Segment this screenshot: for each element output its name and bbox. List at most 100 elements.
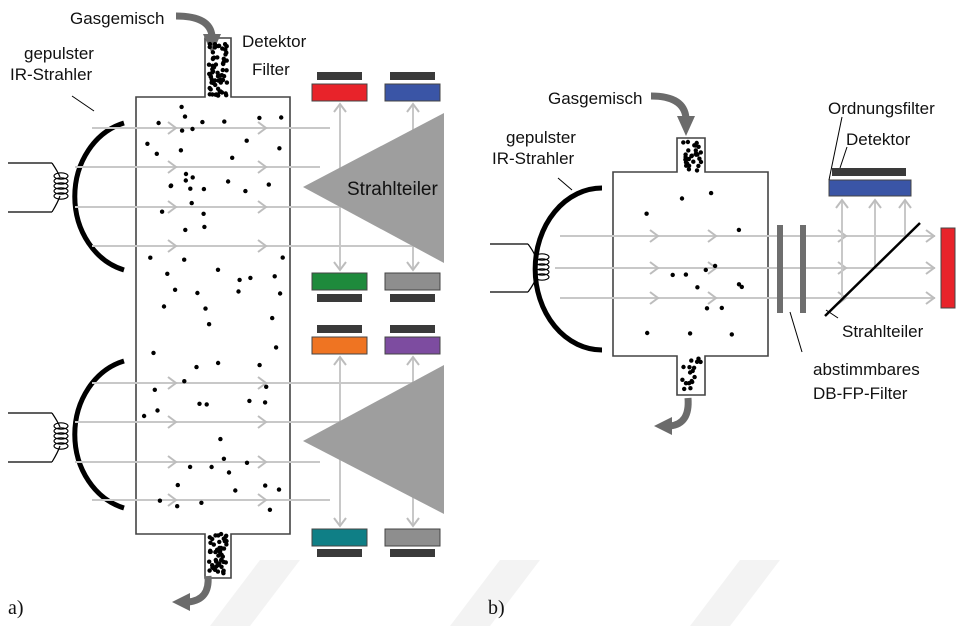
gas-molecule-dot	[212, 42, 218, 47]
gas-molecule-dot	[679, 196, 685, 201]
gas-molecule-dot	[214, 564, 219, 569]
gas-molecule-dot	[225, 179, 231, 184]
splitter-label-a: Strahlteiler	[347, 179, 438, 200]
detector-top-left	[317, 72, 362, 80]
gas-molecule-dot	[220, 46, 225, 51]
gas-molecule-dot	[202, 224, 207, 230]
detector-bottom-gray	[390, 549, 435, 557]
gas-molecule-dot	[215, 360, 221, 366]
gas-molecule-dot	[215, 93, 221, 98]
gas-molecule-dot	[694, 140, 699, 146]
gas-molecule-dot	[157, 498, 163, 503]
panel-b: Gasgemisch gepulster IR-Strahler Ordnung…	[488, 89, 956, 619]
beam-splitter-b	[824, 222, 921, 317]
gas-molecule-dot	[183, 178, 188, 183]
gas-molecule-dot	[736, 282, 742, 287]
gas-molecule-dot	[736, 227, 742, 233]
filter-mid-purple	[384, 336, 441, 355]
gas-molecule-dot	[215, 267, 221, 272]
panel-label-b: b)	[488, 597, 505, 619]
gas-molecule-dot	[267, 507, 273, 512]
gas-molecule-dot	[145, 141, 150, 146]
gas-molecule-dot	[223, 560, 228, 565]
gas-molecule-dot	[277, 146, 282, 151]
gas-molecule-dot	[696, 163, 701, 169]
gas-molecule-dot	[248, 275, 253, 281]
gas-molecule-dot	[221, 56, 226, 61]
gas-molecule-dot	[210, 536, 215, 542]
gas-molecule-dot	[686, 381, 692, 386]
gas-molecule-dot	[213, 549, 218, 555]
gas-molecule-dot	[155, 408, 160, 413]
filter-mid-gray	[384, 272, 441, 291]
gas-molecule-dot	[694, 152, 699, 157]
filter-bottom-gray	[384, 528, 441, 547]
detector-mid-gray	[390, 294, 435, 302]
order-filter-label: Ordnungsfilter	[828, 99, 935, 118]
detector-top-right	[390, 72, 435, 80]
gas-molecule-dot	[210, 92, 215, 97]
gas-molecule-dot	[209, 80, 214, 85]
gas-molecule-dot	[237, 277, 242, 283]
gas-molecule-dot	[247, 398, 252, 404]
gas-molecule-dot	[219, 558, 224, 563]
source-label-b-2: IR-Strahler	[492, 149, 575, 168]
gas-label-a: Gasgemisch	[70, 9, 164, 28]
gas-molecule-dot	[224, 538, 229, 544]
gas-molecule-dot	[208, 548, 213, 553]
gas-molecule-dot	[218, 436, 223, 442]
gas-molecule-dot	[244, 460, 250, 465]
gas-molecule-dot	[704, 306, 710, 311]
filter-top-left	[311, 83, 368, 102]
gas-molecule-dot	[189, 200, 194, 206]
gas-molecule-dot	[694, 359, 700, 364]
gas-molecule-dot	[690, 368, 695, 374]
gas-molecule-dot	[221, 456, 227, 461]
gas-molecule-dot	[207, 568, 212, 573]
gas-molecule-dot	[226, 470, 232, 475]
gas-molecule-dot	[199, 500, 204, 505]
gas-molecule-dot	[257, 115, 262, 121]
ir-source-top	[8, 120, 125, 273]
gas-molecule-dot	[213, 557, 218, 563]
gas-molecule-dot	[183, 227, 188, 233]
gas-label-b: Gasgemisch	[548, 89, 642, 108]
gas-molecule-dot	[689, 358, 694, 363]
gas-molecule-dot	[179, 104, 184, 110]
detector-b	[832, 168, 906, 176]
detector-leader-b	[839, 146, 848, 169]
gas-molecule-dot	[190, 126, 195, 132]
gas-molecule-dot	[685, 139, 691, 145]
gas-molecule-dot	[156, 120, 161, 126]
gas-molecule-dot	[183, 171, 189, 177]
detector-mid-purple	[390, 325, 435, 333]
gas-outlet-arrow-b	[654, 397, 692, 435]
detector-label-a: Detektor	[242, 32, 307, 51]
gas-molecule-dot	[200, 119, 205, 125]
panel-a: Gasgemisch gepulster IR-Strahler Detekto…	[8, 9, 444, 619]
gas-molecule-dot	[188, 186, 193, 191]
gas-molecule-dot	[224, 80, 230, 85]
gas-molecules-a	[141, 41, 285, 576]
end-detector-b	[940, 227, 956, 309]
gas-molecule-dot	[270, 315, 275, 321]
gas-molecule-dot	[257, 362, 262, 368]
gas-molecule-dot	[266, 182, 271, 187]
gas-molecule-dot	[212, 45, 218, 50]
gas-molecule-dot	[216, 553, 221, 558]
gas-molecule-dot	[219, 564, 224, 569]
gas-molecule-dot	[273, 345, 279, 350]
gas-molecule-dot	[729, 332, 734, 337]
gas-molecule-dot	[203, 306, 208, 311]
gas-molecule-dot	[201, 186, 207, 192]
gas-molecule-dot	[168, 183, 174, 188]
filter-label-a: Filter	[252, 60, 290, 79]
gas-cell-b	[612, 137, 769, 396]
gas-molecule-dot	[686, 148, 691, 153]
gas-molecule-dot	[211, 55, 217, 60]
watermark	[210, 560, 780, 626]
gas-molecule-dot	[243, 188, 248, 194]
gas-molecule-dot	[230, 155, 235, 160]
gas-molecule-dot	[216, 78, 221, 83]
